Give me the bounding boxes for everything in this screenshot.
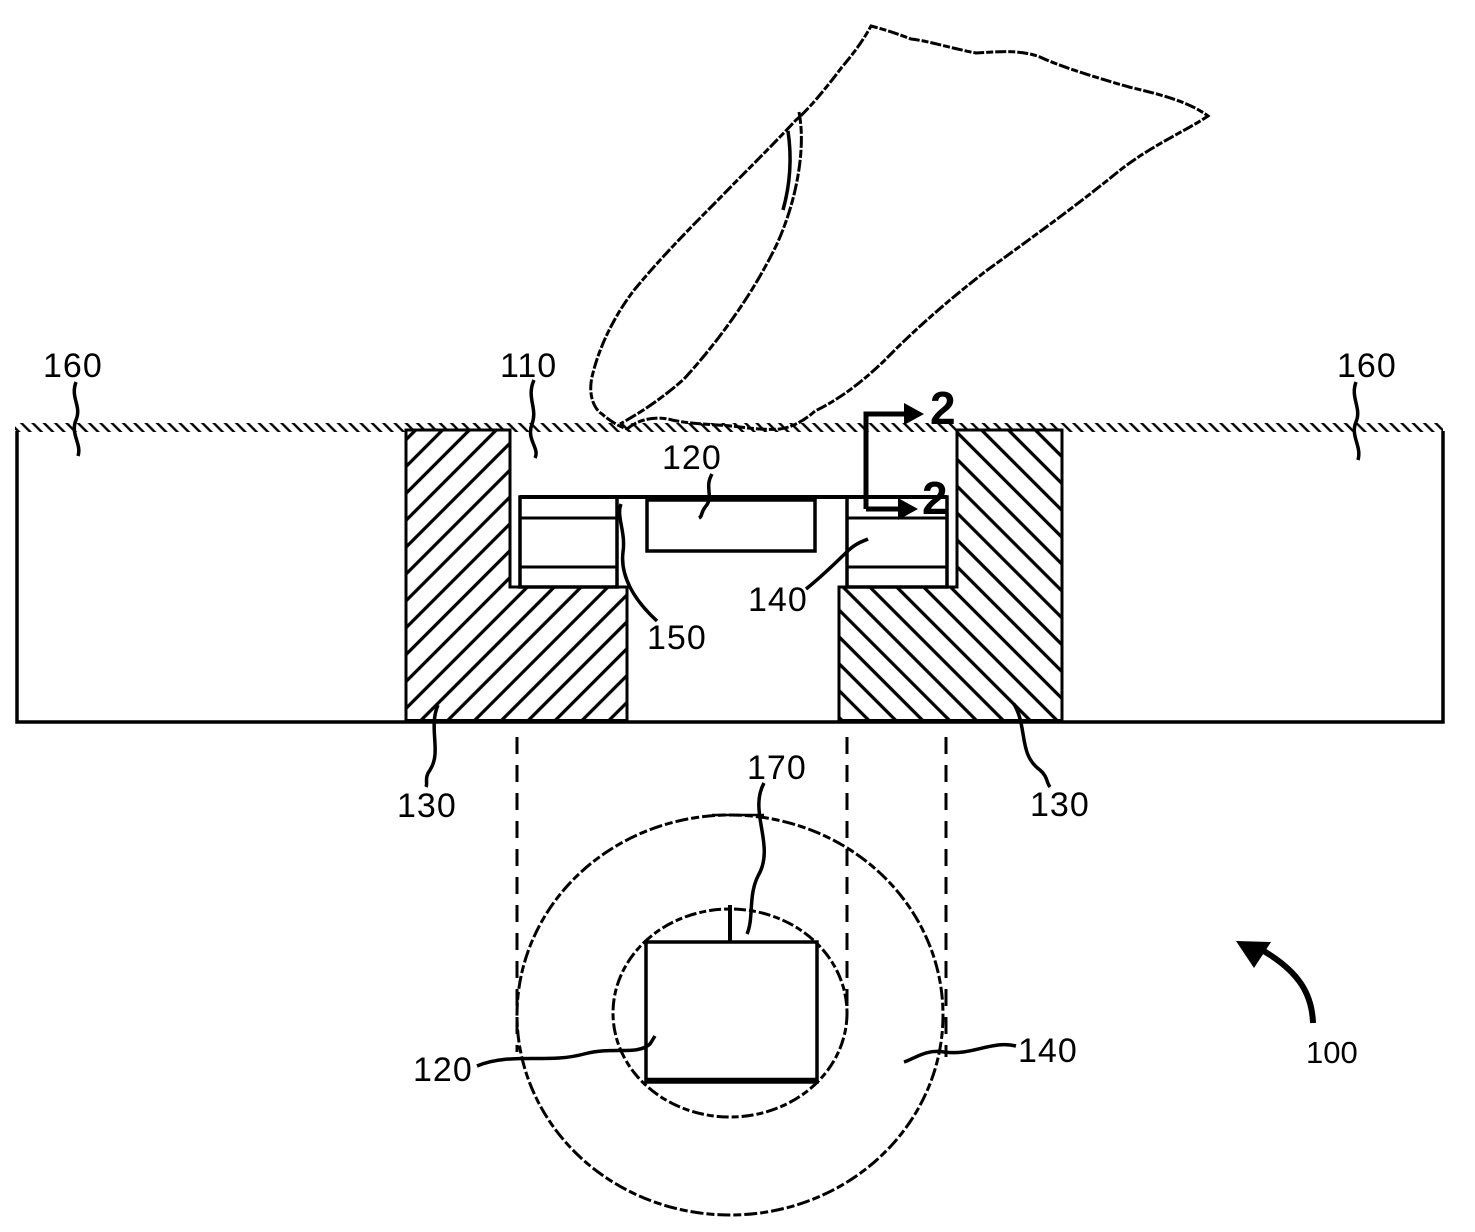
label-160-left: 160	[43, 347, 103, 385]
leader-120-cross	[698, 473, 714, 520]
finger-outline	[589, 24, 1211, 431]
leader-130-right	[1012, 703, 1052, 789]
leader-150	[617, 503, 659, 623]
leader-140-plan	[903, 1043, 1017, 1064]
assembly-arrow-curve	[1260, 947, 1316, 1024]
section-arrow-top	[904, 403, 924, 425]
ring-block-left	[518, 495, 619, 589]
fingernail-fold-line	[781, 130, 792, 211]
label-150: 150	[647, 619, 707, 657]
section-cut-marker: 2 2	[863, 382, 956, 524]
label-140-plan: 140	[1018, 1032, 1078, 1070]
section-number-top: 2	[930, 382, 956, 434]
fingernail-edge	[619, 111, 803, 426]
section-arrow-bottom	[898, 498, 918, 520]
device-top-surface	[15, 423, 1443, 432]
label-130-left: 130	[397, 787, 457, 825]
section-number-bottom: 2	[922, 472, 948, 524]
label-120-plan: 120	[413, 1051, 473, 1089]
label-100: 100	[1306, 1035, 1358, 1070]
projection-lines	[515, 737, 948, 1057]
label-160-right: 160	[1337, 347, 1397, 385]
leader-140-cross	[804, 537, 869, 591]
sensor-die-rect	[645, 498, 817, 553]
label-110: 110	[500, 347, 557, 385]
label-120-cross: 120	[662, 439, 722, 477]
label-170: 170	[747, 749, 807, 787]
ring-block-right	[845, 495, 949, 589]
label-130-right: 130	[1030, 786, 1090, 824]
assembly-reference: 100	[1236, 941, 1358, 1070]
right-wall-hatched	[837, 428, 1064, 722]
leader-lines-cross-section	[72, 379, 1361, 789]
leader-lines-plan	[476, 782, 1017, 1068]
label-140-cross: 140	[748, 581, 808, 619]
left-wall-hatched	[404, 428, 629, 722]
leader-160-right	[1352, 381, 1361, 461]
leader-130-left	[424, 704, 440, 788]
leader-110	[528, 379, 538, 459]
leader-170	[745, 782, 767, 935]
assembly-arrowhead	[1236, 941, 1271, 968]
ring-outer-circle	[515, 813, 945, 1217]
leader-120-plan	[476, 1035, 657, 1068]
leader-160-left	[72, 381, 81, 457]
sensor-square-plan	[644, 940, 819, 1084]
device-body-outline	[15, 431, 1445, 724]
